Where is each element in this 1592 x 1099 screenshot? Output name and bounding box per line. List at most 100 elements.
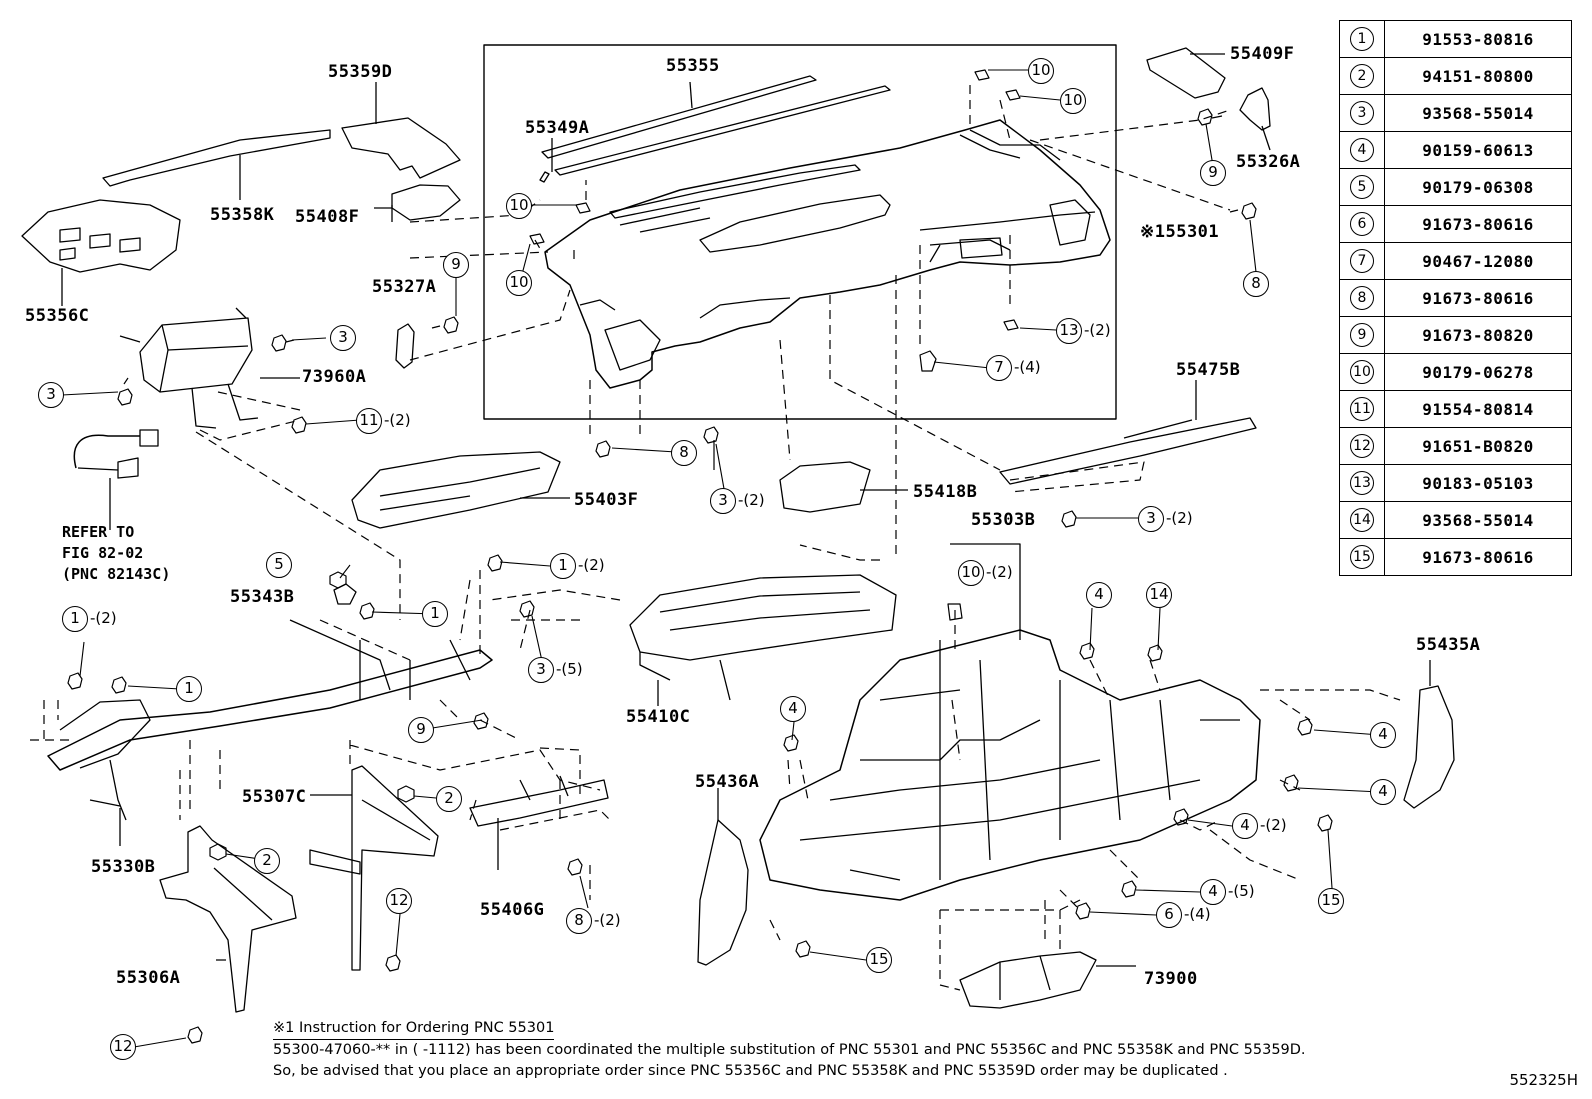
- label-55307C[interactable]: 55307C: [242, 787, 307, 807]
- callout-4[interactable]: 4: [780, 696, 806, 722]
- label-55418B[interactable]: 55418B: [913, 482, 978, 502]
- callout-14[interactable]: 14: [1146, 582, 1172, 608]
- callout-9[interactable]: 9: [1200, 160, 1226, 186]
- callout-1[interactable]: 1: [550, 553, 576, 579]
- callout-12[interactable]: 12: [110, 1034, 136, 1060]
- qty-8: -(2): [594, 911, 621, 929]
- callout-6[interactable]: 6: [1156, 902, 1182, 928]
- part-number-cell[interactable]: 93568-55014: [1384, 501, 1572, 539]
- label-55435A[interactable]: 55435A: [1416, 635, 1481, 655]
- ref-number-cell: 7: [1339, 242, 1385, 280]
- part-55410C: [629, 574, 897, 661]
- label-55475B[interactable]: 55475B: [1176, 360, 1241, 380]
- callout-8[interactable]: 8: [671, 440, 697, 466]
- label-55359D[interactable]: 55359D: [328, 62, 393, 82]
- label-55327A[interactable]: 55327A: [372, 277, 437, 297]
- part-number-cell[interactable]: 93568-55014: [1384, 94, 1572, 132]
- part-number-cell[interactable]: 94151-80800: [1384, 57, 1572, 95]
- callout-10[interactable]: 10: [1028, 58, 1054, 84]
- part-number-cell[interactable]: 91554-80814: [1384, 390, 1572, 428]
- label-55326A[interactable]: 55326A: [1236, 152, 1301, 172]
- refer-line-2[interactable]: FIG 82-02: [62, 544, 144, 562]
- callout-15[interactable]: 15: [1318, 888, 1344, 914]
- callout-4[interactable]: 4: [1200, 879, 1226, 905]
- callout-13[interactable]: 13: [1056, 318, 1082, 344]
- callout-4[interactable]: 4: [1370, 779, 1396, 805]
- label-55355[interactable]: 55355: [666, 56, 720, 76]
- callout-10[interactable]: 10: [958, 560, 984, 586]
- callout-9[interactable]: 9: [408, 717, 434, 743]
- label-55403F[interactable]: 55403F: [574, 490, 639, 510]
- callout-9[interactable]: 9: [443, 252, 469, 278]
- callout-1[interactable]: 1: [422, 601, 448, 627]
- label-55343B[interactable]: 55343B: [230, 587, 295, 607]
- label-55306A[interactable]: 55306A: [116, 968, 181, 988]
- callout-8[interactable]: 8: [1243, 271, 1269, 297]
- label-55409F[interactable]: 55409F: [1230, 44, 1295, 64]
- connector-harness: [73, 434, 140, 469]
- callout-8[interactable]: 8: [566, 908, 592, 934]
- label-55349A[interactable]: 55349A: [525, 118, 590, 138]
- trim-55349A: [539, 171, 550, 183]
- label-55330B[interactable]: 55330B: [91, 857, 156, 877]
- label-55410C[interactable]: 55410C: [626, 707, 691, 727]
- label-55408F[interactable]: 55408F: [295, 207, 360, 227]
- label-55436A[interactable]: 55436A: [695, 772, 760, 792]
- callout-2[interactable]: 2: [436, 786, 462, 812]
- part-number-cell[interactable]: 90183-05103: [1384, 464, 1572, 502]
- callout-12[interactable]: 12: [386, 888, 412, 914]
- label-55356C[interactable]: 55356C: [25, 306, 90, 326]
- callout-7[interactable]: 7: [986, 355, 1012, 381]
- label-73900[interactable]: 73900: [1144, 969, 1198, 989]
- part-number-cell[interactable]: 91673-80616: [1384, 205, 1572, 243]
- callout-10[interactable]: 10: [506, 270, 532, 296]
- label-55358K[interactable]: 55358K: [210, 205, 275, 225]
- label-55303B[interactable]: 55303B: [971, 510, 1036, 530]
- callout-4[interactable]: 4: [1232, 813, 1258, 839]
- bolt-glyph: [359, 602, 375, 620]
- callout-4[interactable]: 4: [1370, 722, 1396, 748]
- callout-11[interactable]: 11: [356, 408, 382, 434]
- callout-15[interactable]: 15: [866, 947, 892, 973]
- bolt-glyph: [385, 954, 401, 972]
- label-55406G[interactable]: 55406G: [480, 900, 545, 920]
- part-number-cell[interactable]: 91673-80616: [1384, 538, 1572, 576]
- label-73960A[interactable]: 73960A: [302, 367, 367, 387]
- callout-1[interactable]: 1: [62, 606, 88, 632]
- part-number-cell[interactable]: 91673-80616: [1384, 279, 1572, 317]
- callout-3[interactable]: 3: [528, 657, 554, 683]
- callout-1[interactable]: 1: [176, 676, 202, 702]
- callout-4[interactable]: 4: [1086, 582, 1112, 608]
- callout-3[interactable]: 3: [1138, 506, 1164, 532]
- callout-10[interactable]: 10: [1060, 88, 1086, 114]
- callout-3[interactable]: 3: [38, 382, 64, 408]
- part-number-cell[interactable]: 90159-60613: [1384, 131, 1572, 169]
- part-number-cell[interactable]: 90467-12080: [1384, 242, 1572, 280]
- part-number-cell[interactable]: 90179-06278: [1384, 353, 1572, 391]
- callout-10[interactable]: 10: [506, 193, 532, 219]
- part-number-cell[interactable]: 90179-06308: [1384, 168, 1572, 206]
- label-55301[interactable]: ※155301: [1140, 222, 1220, 242]
- part-number-cell[interactable]: 91553-80816: [1384, 20, 1572, 58]
- callout-3[interactable]: 3: [710, 488, 736, 514]
- callout-3[interactable]: 3: [330, 325, 356, 351]
- part-number-cell[interactable]: 91651-B0820: [1384, 427, 1572, 465]
- callout-5[interactable]: 5: [266, 552, 292, 578]
- callout-2[interactable]: 2: [254, 848, 280, 874]
- part-number-cell[interactable]: 91673-80820: [1384, 316, 1572, 354]
